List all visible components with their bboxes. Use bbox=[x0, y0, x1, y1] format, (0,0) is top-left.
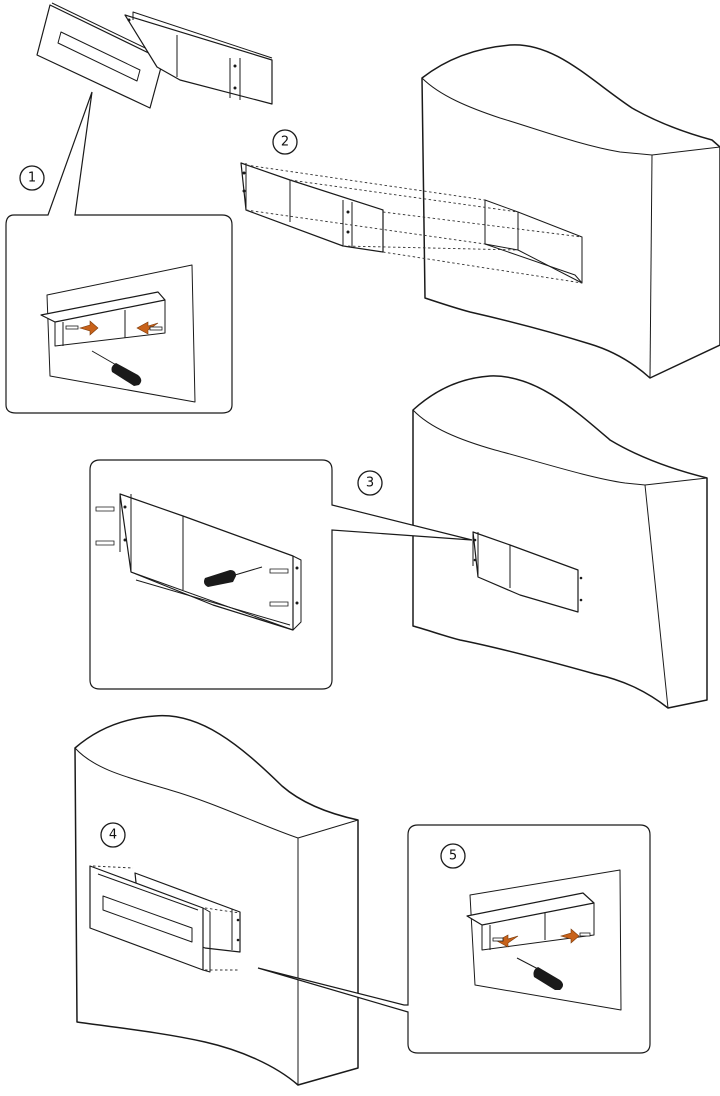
screw-icon bbox=[65, 325, 79, 330]
step-2-label: 2 bbox=[281, 135, 289, 150]
step-2-marker: 2 bbox=[272, 129, 298, 155]
step-1-label: 1 bbox=[28, 171, 36, 186]
screw-icon bbox=[492, 937, 504, 942]
screw-icon bbox=[269, 568, 289, 574]
step-2-wall bbox=[421, 44, 720, 379]
screwdriver-icon bbox=[516, 957, 563, 990]
step-4-label: 4 bbox=[109, 828, 117, 843]
step-4-marker: 4 bbox=[100, 822, 126, 848]
screw-icon bbox=[95, 540, 115, 546]
screw-icon bbox=[269, 601, 289, 607]
step-3-label: 3 bbox=[366, 476, 374, 491]
exploded-mailslot bbox=[36, 2, 273, 109]
step-3-wall bbox=[412, 375, 708, 709]
step-3-detail: 3 bbox=[89, 459, 473, 690]
step-4-wall: 4 bbox=[74, 714, 359, 1086]
screwdriver-icon bbox=[204, 566, 263, 587]
step-2-sleeve: 2 bbox=[240, 129, 583, 284]
step-1-detail: 1 bbox=[5, 91, 233, 414]
step-1-marker: 1 bbox=[19, 165, 45, 191]
step-3-marker: 3 bbox=[357, 470, 383, 496]
step-5-detail: 5 bbox=[257, 824, 651, 1054]
step-5-marker: 5 bbox=[440, 843, 466, 869]
screw-icon bbox=[95, 506, 115, 512]
screw-icon bbox=[579, 932, 591, 937]
screw-icon bbox=[149, 326, 163, 331]
rear-sleeve bbox=[124, 11, 273, 105]
front-flap-plate bbox=[36, 2, 167, 109]
screwdriver-icon bbox=[91, 350, 142, 386]
step-5-label: 5 bbox=[449, 849, 457, 864]
